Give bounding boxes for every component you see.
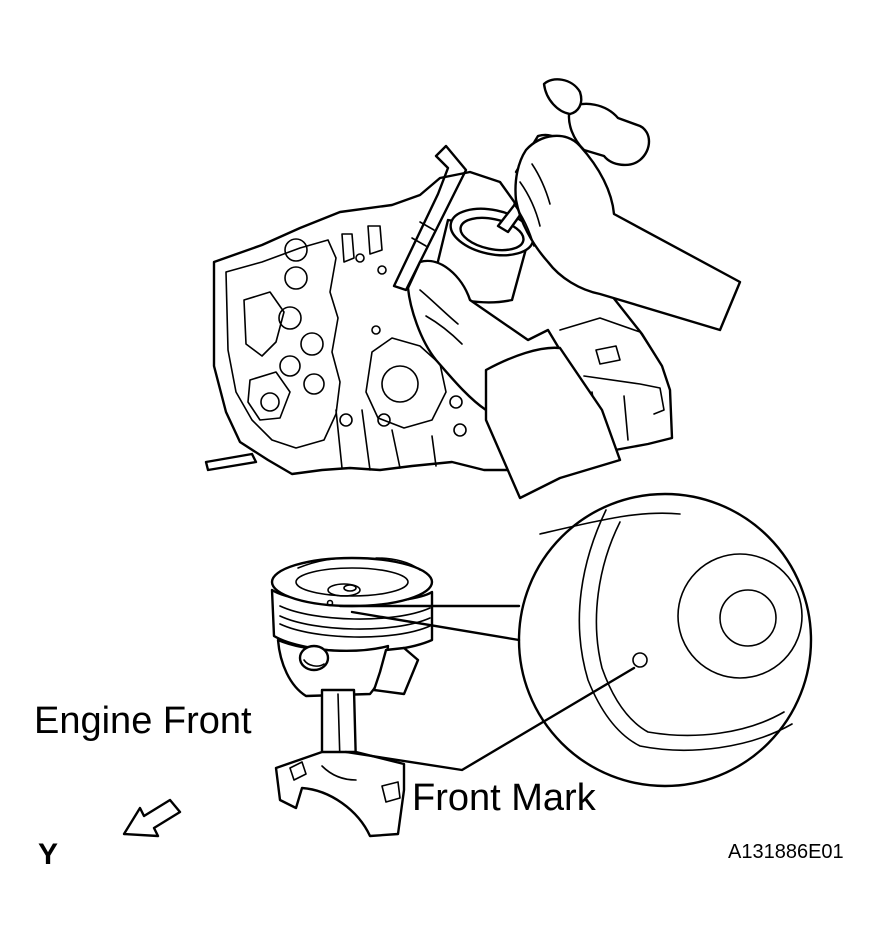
left-hand [406,259,622,500]
piston-assembly [270,556,434,838]
engine-front-label: Engine Front [34,700,252,742]
right-hand [513,134,742,332]
front-mark-label: Front Mark [412,777,596,819]
arrow-down-left-icon [122,798,182,838]
leader-lines [338,604,636,772]
detail-magnifier [517,492,813,788]
view-letter-label: Y [38,838,59,871]
figure-id-label: A131886E01 [728,841,844,863]
